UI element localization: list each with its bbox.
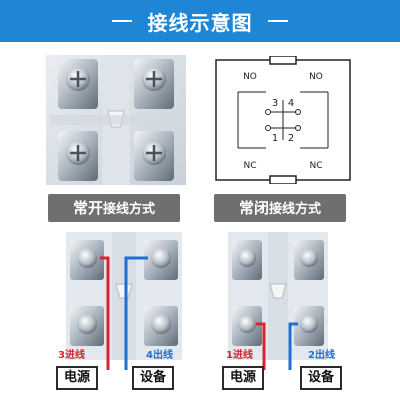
schematic-diagram: NO NO NC NC 3 4 1 2	[212, 55, 354, 185]
blue-wire	[288, 322, 298, 360]
normally-open-wire-tails	[106, 360, 128, 370]
page-title: 接线示意图	[147, 11, 253, 35]
schematic-no-right: NO	[309, 72, 323, 82]
schematic-terminal-4: 4	[288, 98, 294, 109]
blue-wire	[124, 256, 148, 360]
normally-closed-device-box: 设备	[300, 366, 342, 390]
switch-terminals-illustration	[46, 55, 186, 185]
normally-open-suffix: 接线方式	[103, 202, 156, 217]
normally-open-device-box: 设备	[132, 366, 174, 390]
screw-icon	[151, 314, 171, 334]
header-dash-right	[268, 20, 288, 22]
normally-closed-title: 常闭接线方式	[214, 194, 346, 222]
screw-icon	[151, 248, 171, 268]
screw-icon	[238, 315, 256, 333]
normally-open-out-wire-label: 4出线	[146, 350, 173, 361]
screw-icon	[238, 249, 256, 267]
normally-open-photo	[66, 232, 182, 360]
normally-open-source-box: 电源	[56, 366, 98, 390]
screw-icon	[300, 315, 318, 333]
screw-icon	[300, 249, 318, 267]
schematic-terminal-3: 3	[272, 98, 278, 109]
normally-open-title: 常开接线方式	[48, 194, 180, 222]
normally-closed-suffix: 接线方式	[269, 202, 322, 217]
switch-photo-top	[46, 55, 186, 185]
screw-icon	[77, 248, 97, 268]
schematic-no-left: NO	[243, 72, 257, 82]
red-wire	[100, 256, 110, 360]
schematic-terminal-2: 2	[288, 133, 294, 144]
screw-icon	[77, 314, 97, 334]
header-banner: 接线示意图	[0, 0, 400, 42]
normally-closed-wire-tails	[262, 360, 292, 370]
schematic-terminal-1: 1	[272, 133, 278, 144]
header-dash-left	[112, 20, 132, 22]
normally-closed-in-wire-label: 1进线	[226, 350, 253, 361]
normally-closed-source-box: 电源	[222, 366, 264, 390]
schematic-nc-left: NC	[243, 161, 256, 171]
normally-open-in-wire-label: 3进线	[58, 350, 85, 361]
normally-closed-prefix: 常闭	[238, 199, 269, 217]
schematic-nc-right: NC	[309, 161, 322, 171]
normally-closed-out-wire-label: 2出线	[308, 350, 335, 361]
normally-open-prefix: 常开	[72, 199, 103, 217]
normally-closed-photo	[228, 232, 328, 360]
red-wire	[256, 322, 266, 360]
